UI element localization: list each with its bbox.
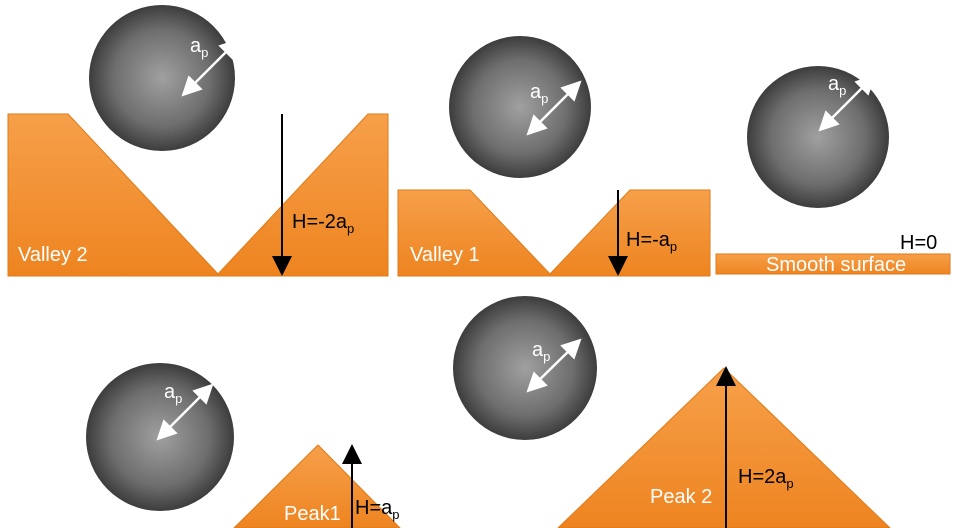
valley1-sphere [449, 36, 591, 178]
peak2-radius-arrow [526, 338, 582, 393]
peak2-panel: ap H=2ap Peak 2 [453, 296, 891, 528]
peak2-sphere [453, 296, 597, 440]
smooth-surface [715, 253, 951, 275]
peak1-panel: ap H=ap Peak1 [86, 363, 401, 528]
valley2-radius-label: ap [190, 35, 208, 60]
peak2-height-label: H=2ap [738, 466, 794, 491]
smooth-sphere [747, 66, 889, 208]
smooth-radius-arrow [818, 74, 876, 132]
peak1-name: Peak1 [284, 503, 341, 525]
smooth-name: Smooth surface [766, 254, 906, 276]
valley2-surface [7, 113, 389, 277]
peak1-radius-label: ap [164, 381, 182, 406]
peak1-height-label: H=ap [355, 497, 399, 522]
peak2-radius-label: ap [532, 339, 550, 364]
valley1-height-label: H=-ap [626, 229, 677, 254]
smooth-panel: ap H=0 Smooth surface [715, 66, 951, 276]
valley1-panel: ap H=-ap Valley 1 [397, 36, 711, 277]
smooth-height-label: H=0 [900, 232, 937, 254]
valley2-radius-arrow [181, 38, 240, 97]
valley1-name: Valley 1 [410, 244, 480, 266]
valley1-surface [397, 189, 711, 277]
smooth-radius-label: ap [828, 73, 846, 98]
valley2-sphere [89, 5, 235, 151]
peak2-name: Peak 2 [650, 486, 712, 508]
peak2-surface [557, 367, 891, 528]
valley1-radius-arrow [526, 80, 582, 136]
valley2-panel: ap H=-2ap Valley 2 [7, 5, 389, 277]
peak1-surface [233, 444, 401, 528]
valley2-name: Valley 2 [18, 244, 88, 266]
valley1-radius-label: ap [530, 81, 548, 106]
valley2-height-label: H=-2ap [292, 211, 354, 236]
peak1-radius-arrow [156, 383, 214, 441]
